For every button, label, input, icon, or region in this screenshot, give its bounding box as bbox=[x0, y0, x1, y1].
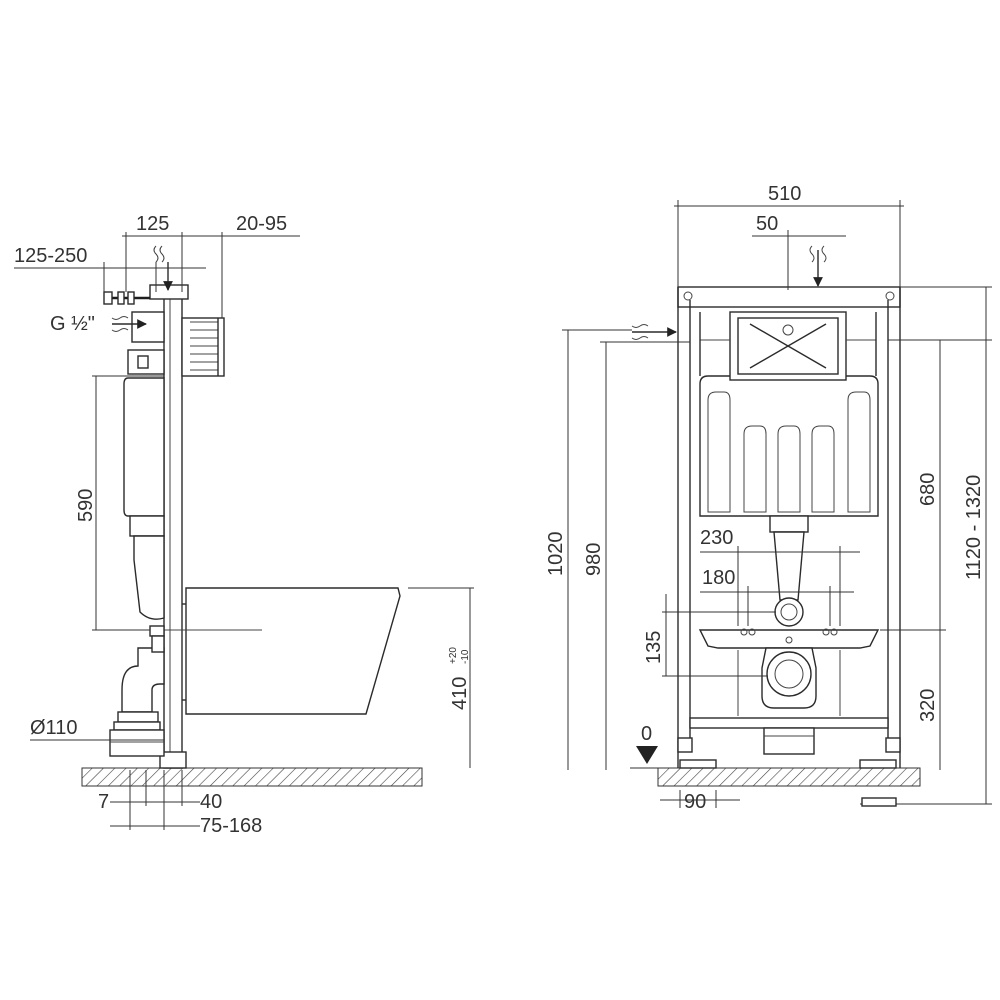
front-inlet-ring bbox=[774, 597, 804, 627]
side-dim-d110: Ø110 bbox=[30, 717, 77, 739]
side-drain-elbow bbox=[121, 647, 165, 713]
front-dim-320: 320 bbox=[917, 689, 939, 722]
front-dim-135: 135 bbox=[643, 631, 665, 664]
front-cistern bbox=[699, 375, 879, 517]
side-toilet-bowl bbox=[185, 587, 401, 715]
side-view: 125 20-95 125-250 G ½" 590 410 +20 -10 Ø… bbox=[14, 213, 474, 837]
front-dim-510: 510 bbox=[768, 183, 801, 205]
side-dim-20-95: 20-95 bbox=[236, 213, 287, 235]
front-dim-980: 980 bbox=[583, 543, 605, 576]
side-floor bbox=[81, 767, 423, 787]
front-dim-680: 680 bbox=[917, 473, 939, 506]
front-dim-90: 90 bbox=[684, 791, 706, 813]
side-flush-plate bbox=[181, 317, 225, 377]
side-frame-post bbox=[163, 289, 183, 769]
front-dim-50: 50 bbox=[756, 213, 778, 235]
front-view: 510 50 1020 980 680 320 1120 - 1320 bbox=[545, 183, 992, 813]
front-dim-1120-1320: 1120 - 1320 bbox=[963, 475, 985, 580]
side-dim-410-plus: +20 bbox=[448, 647, 459, 664]
side-dim-410-minus: -10 bbox=[460, 649, 471, 664]
front-frame bbox=[677, 286, 901, 308]
front-zero-marker bbox=[636, 746, 658, 764]
side-dim-7: 7 bbox=[98, 791, 109, 813]
front-dim-0: 0 bbox=[641, 723, 652, 745]
side-dim-75-168: 75-168 bbox=[200, 815, 262, 837]
side-dim-125-250: 125-250 bbox=[14, 245, 87, 267]
side-dim-410: 410 bbox=[449, 677, 471, 710]
side-cistern bbox=[123, 377, 165, 517]
side-dim-g-half: G ½" bbox=[50, 313, 95, 335]
front-drain-ring bbox=[766, 651, 812, 697]
front-floor bbox=[657, 767, 921, 787]
front-dim-230: 230 bbox=[700, 527, 733, 549]
side-dim-125: 125 bbox=[136, 213, 169, 235]
front-dim-180: 180 bbox=[702, 567, 735, 589]
side-dim-590: 590 bbox=[75, 489, 97, 522]
side-frame-foot bbox=[159, 751, 187, 769]
front-dim-1020: 1020 bbox=[545, 532, 567, 577]
side-dim-40: 40 bbox=[200, 791, 222, 813]
